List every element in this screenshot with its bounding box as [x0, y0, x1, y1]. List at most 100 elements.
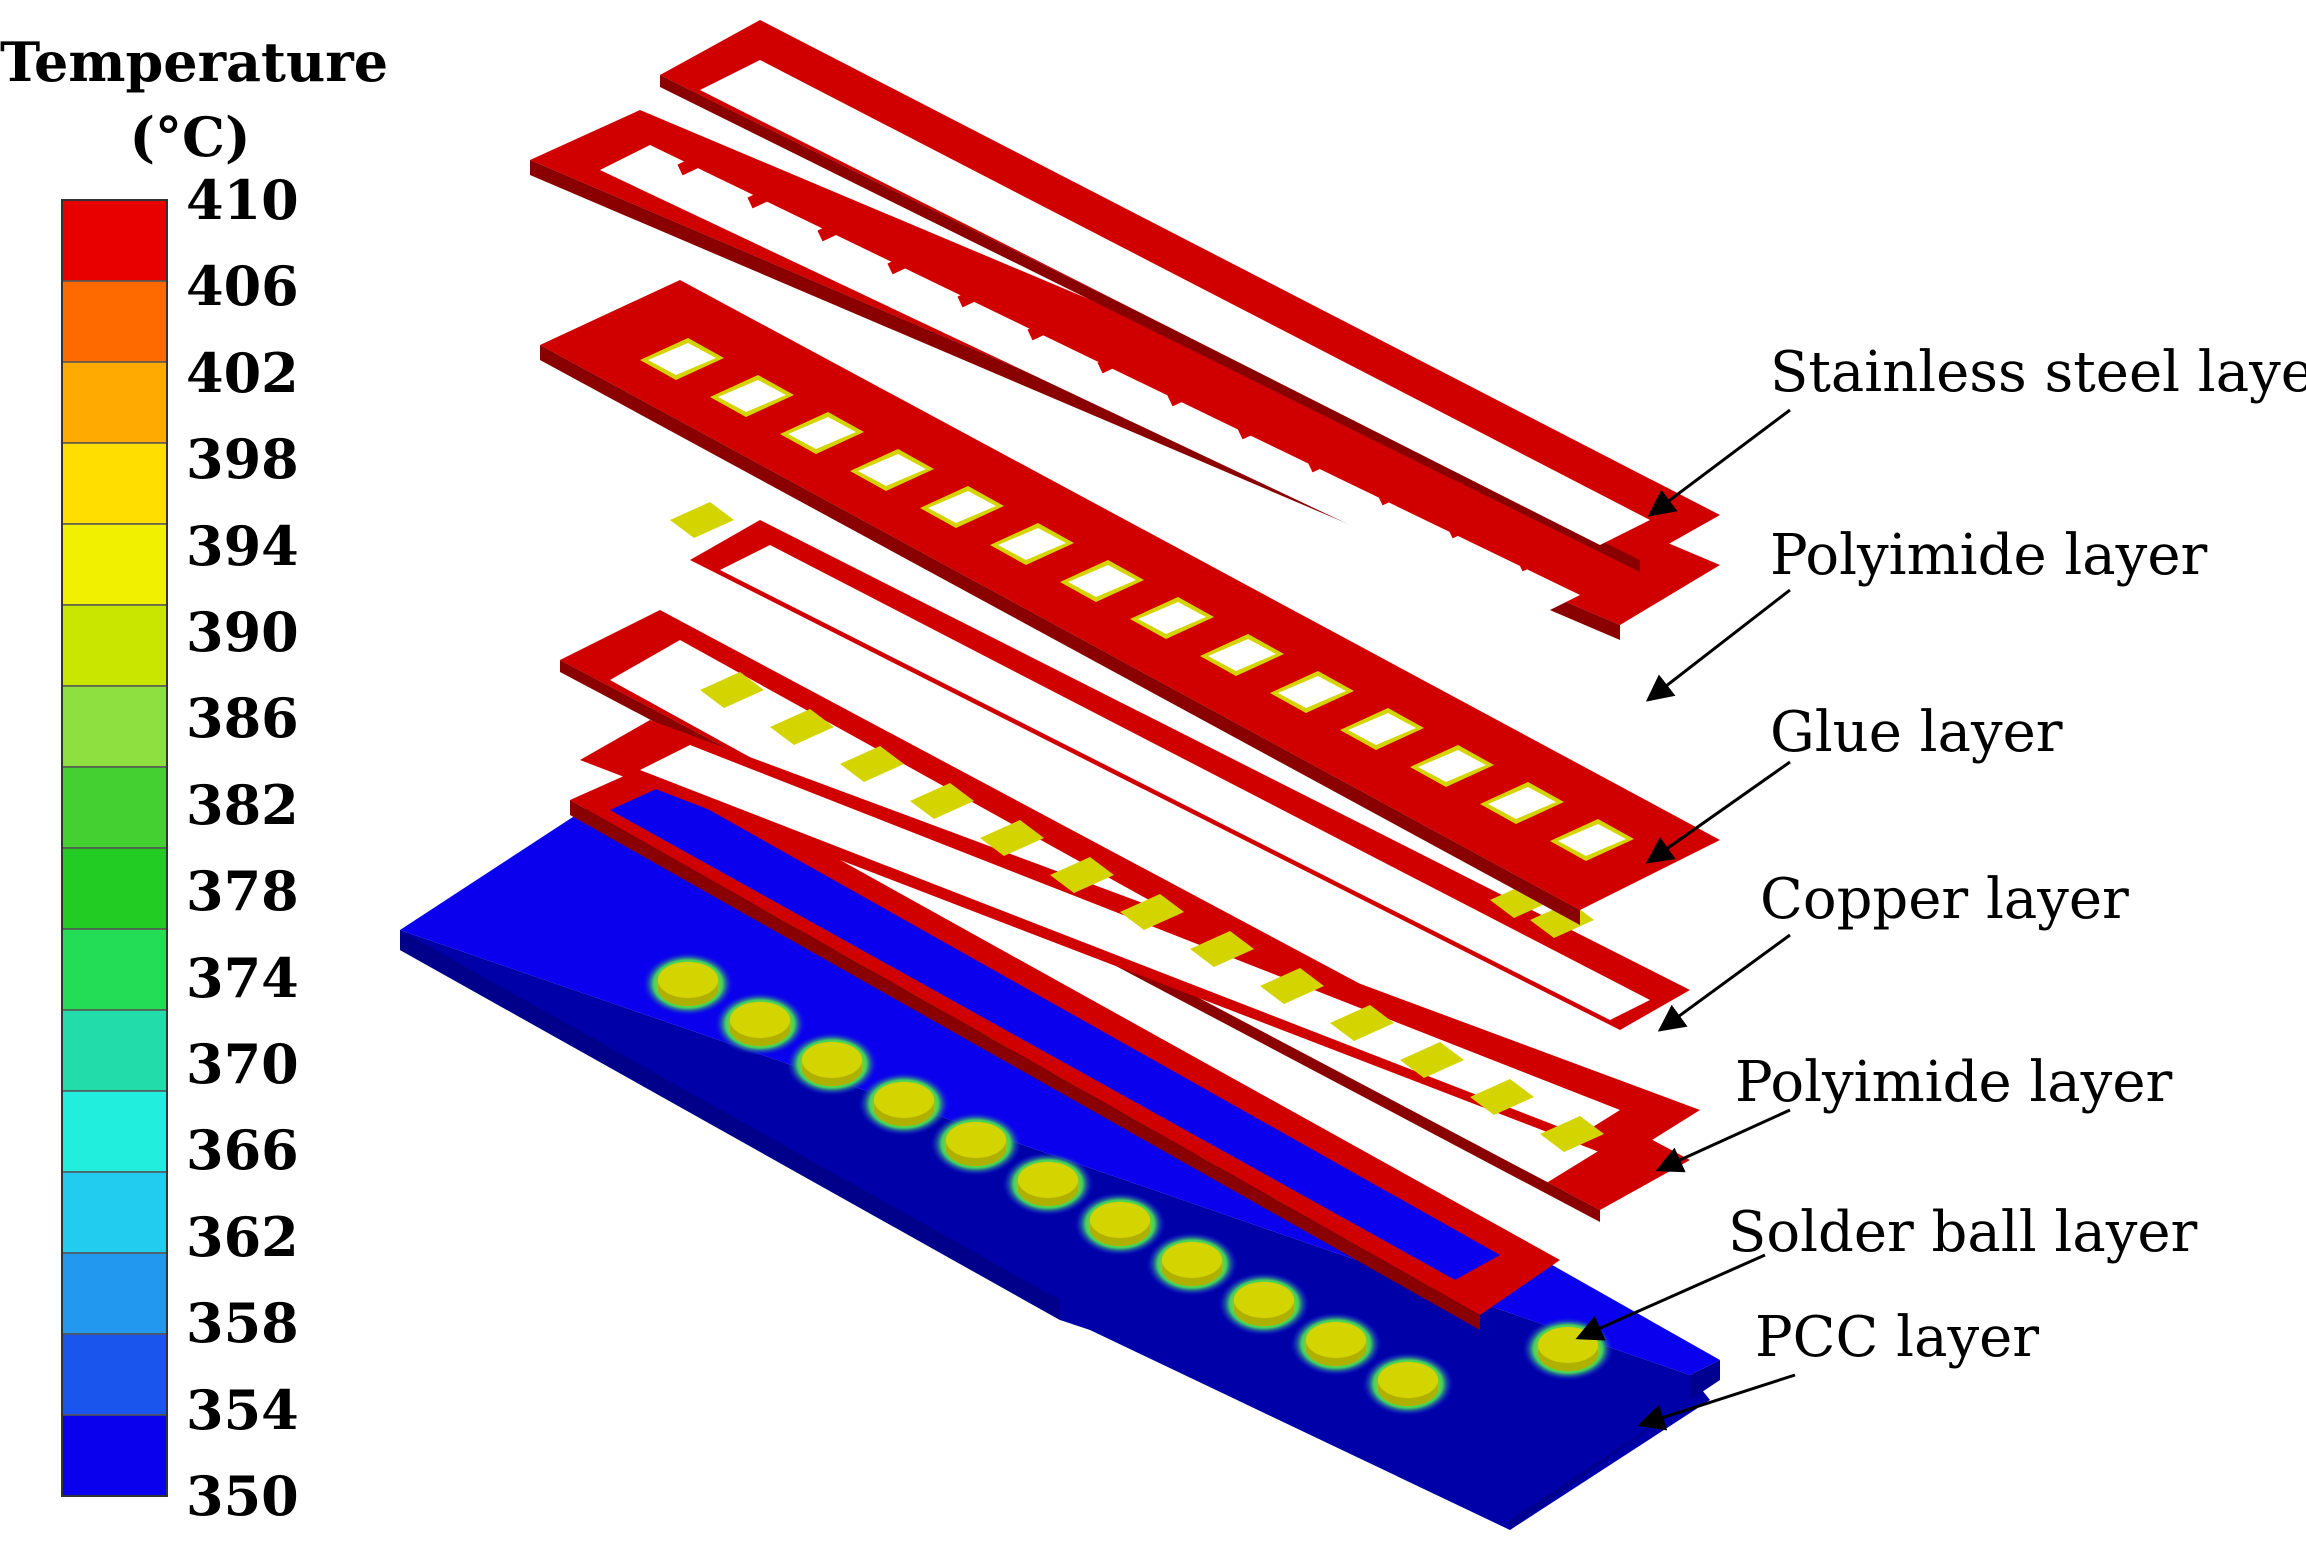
solder-ball: [658, 962, 718, 998]
stainless-steel-slots: [677, 148, 1627, 605]
polyimide-window: [858, 454, 926, 486]
label-polyimide-layer-top: Polyimide layer: [1770, 523, 2208, 588]
colorbar-tick-label: 402: [186, 340, 299, 405]
steel-slot: [677, 148, 717, 176]
steel-slot: [1307, 445, 1347, 473]
label-pcc-layer: PCC layer: [1755, 1305, 2040, 1370]
colorbar-band: [61, 847, 168, 930]
polyimide-window: [648, 343, 716, 375]
colorbar-band: [61, 604, 168, 687]
polyimide-layer-bottom: [570, 760, 1560, 1330]
steel-slot: [817, 214, 857, 242]
glue-pad: [1330, 1005, 1394, 1041]
arrow-polyimide-top: [1645, 588, 1791, 702]
glue-pad: [770, 709, 834, 745]
colorbar-tick-label: 358: [186, 1291, 299, 1356]
solder-ball: [730, 1002, 790, 1038]
glue-pad: [840, 746, 904, 782]
glue-pad: [1050, 857, 1114, 893]
arrow-pcc: [1637, 1373, 1796, 1431]
colorbar-band: [61, 1333, 168, 1416]
solder-ball: [1378, 1362, 1438, 1398]
solder-ball: [1234, 1282, 1294, 1318]
polyimide-windows: [640, 338, 1634, 861]
label-copper-layer: Copper layer: [1760, 867, 2129, 932]
colorbar-tick-label: 382: [186, 772, 299, 837]
steel-slot: [1377, 478, 1417, 506]
glue-pad: [1540, 1116, 1604, 1152]
polyimide-window: [1558, 824, 1626, 856]
colorbar-band: [61, 685, 168, 768]
solder-ball: [1306, 1322, 1366, 1358]
colorbar-band: [61, 442, 168, 525]
colorbar-tick-label: 366: [186, 1118, 299, 1183]
polyimide-window: [1348, 713, 1416, 745]
colorbar-band: [61, 766, 168, 849]
callout-arrows: [1575, 408, 1796, 1431]
colorbar-band: [61, 1171, 168, 1254]
arrow-polyimide-bottom: [1655, 1108, 1791, 1173]
arrow-solder: [1575, 1253, 1766, 1341]
arrow-stainless: [1647, 408, 1791, 517]
steel-slot: [1237, 412, 1277, 440]
glue-pad: [670, 502, 734, 538]
polyimide-window: [1488, 787, 1556, 819]
steel-slot: [1447, 511, 1487, 539]
colorbar-band: [61, 1414, 168, 1497]
glue-layer: [580, 520, 1700, 1160]
colorbar-band: [61, 199, 168, 282]
colorbar-tick-label: 394: [186, 513, 299, 578]
steel-slot: [1097, 346, 1137, 374]
label-stainless-steel-layer: Stainless steel layer: [1770, 340, 2306, 405]
colorbar-band: [61, 1009, 168, 1092]
label-glue-layer: Glue layer: [1770, 700, 2063, 765]
polyimide-window: [1138, 602, 1206, 634]
colorbar-band: [61, 280, 168, 363]
colorbar-tick-label: 386: [186, 686, 299, 751]
colorbar-tick-label: 350: [186, 1464, 299, 1528]
glue-pad: [1260, 968, 1324, 1004]
colorbar-tick-label: 410: [186, 168, 299, 232]
colorbar-outline: [61, 199, 168, 1497]
polyimide-window: [928, 491, 996, 523]
colorbar-tick-label: 374: [186, 945, 299, 1010]
steel-slot: [747, 181, 787, 209]
solder-ball: [1090, 1202, 1150, 1238]
steel-slot: [1517, 544, 1557, 572]
steel-slot: [1027, 313, 1067, 341]
polyimide-window: [1068, 565, 1136, 597]
label-polyimide-layer-bottom: Polyimide layer: [1735, 1050, 2173, 1115]
solder-ball: [1162, 1242, 1222, 1278]
steel-slot: [1167, 379, 1207, 407]
legend-unit: (°C): [129, 105, 251, 169]
solder-ball: [874, 1082, 934, 1118]
polyimide-window: [1208, 639, 1276, 671]
arrow-glue: [1645, 760, 1791, 864]
legend-title: Temperature: [0, 30, 389, 94]
solder-ball: [1018, 1162, 1078, 1198]
colorbar-tick-label: 406: [186, 254, 299, 319]
polyimide-window: [718, 380, 786, 412]
label-solder-ball-layer: Solder ball layer: [1728, 1200, 2198, 1265]
colorbar-tick-label: 378: [186, 859, 299, 924]
polyimide-window: [788, 417, 856, 449]
colorbar-band: [61, 361, 168, 444]
glue-pad: [1400, 1042, 1464, 1078]
glue-pad: [910, 783, 974, 819]
colorbar-tick-label: 354: [186, 1377, 299, 1442]
colorbar-tick-label: 370: [186, 1032, 299, 1096]
colorbar-tick-label: 390: [186, 600, 299, 664]
steel-slot: [1587, 577, 1627, 605]
colorbar-tick-label: 398: [186, 427, 299, 492]
polyimide-window: [1278, 676, 1346, 708]
solder-ball: [946, 1122, 1006, 1158]
glue-pad: [1190, 931, 1254, 967]
polyimide-window: [998, 528, 1066, 560]
glue-pad: [700, 672, 764, 708]
glue-pads: [670, 502, 1604, 1152]
colorbar-band: [61, 523, 168, 606]
colorbar-band: [61, 928, 168, 1011]
glue-pad: [1120, 894, 1184, 930]
glue-pad: [1470, 1079, 1534, 1115]
